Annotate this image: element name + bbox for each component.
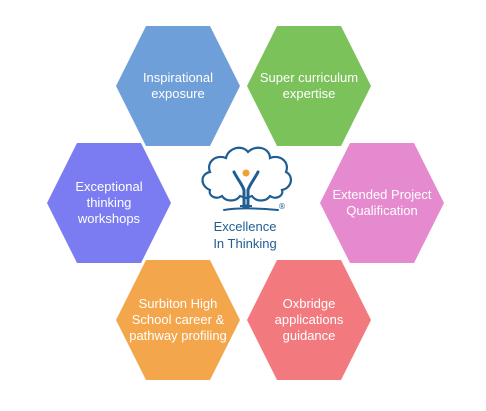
registered-mark: ® — [278, 202, 286, 211]
hexagon-extended-project-qualification: Extended Project Qualification — [318, 139, 446, 267]
hexagon-label: Inspirational exposure — [142, 70, 214, 101]
center-title-line2: In Thinking — [213, 236, 277, 251]
hexagon-label: Surbiton High School career & pathway pr… — [129, 296, 227, 343]
center-title-line1: Excellence — [213, 219, 277, 234]
hexagon-label: Exceptional thinking workshops — [75, 179, 143, 226]
tree-person-icon — [196, 140, 296, 220]
hexagon-oxbridge-applications-guidance: Oxbridge applications guidance — [245, 256, 373, 384]
hexagon-super-curriculum-expertise: Super curriculum expertise — [245, 22, 373, 150]
hexagon-label: Super curriculum expertise — [259, 70, 359, 101]
hexagon-exceptional-thinking-workshops: Exceptional thinking workshops — [45, 139, 173, 267]
center-title: Excellence In Thinking — [190, 218, 300, 252]
hexagon-label: Oxbridge applications guidance — [274, 296, 344, 343]
hexagon-shape — [320, 143, 444, 263]
hexagon-shape — [116, 26, 240, 146]
hexagon-shape — [116, 260, 240, 380]
hexagon-shape — [247, 260, 371, 380]
hexagon-surbiton-high-school-career: Surbiton High School career & pathway pr… — [114, 256, 242, 384]
hexagon-shape — [47, 143, 171, 263]
hexagon-shape — [247, 26, 371, 146]
hexagon-inspirational-exposure: Inspirational exposure — [114, 22, 242, 150]
hexagon-label: Extended Project Qualification — [332, 187, 432, 218]
